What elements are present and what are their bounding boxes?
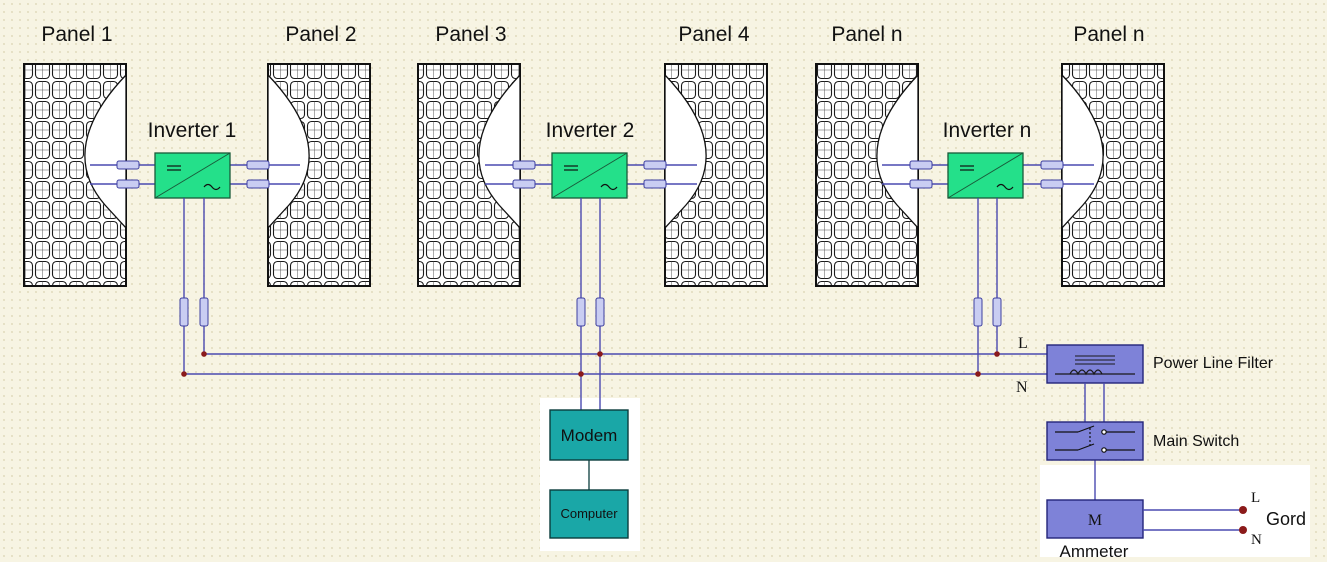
main-switch	[1046, 421, 1144, 461]
grid-live-label: L	[1251, 490, 1260, 506]
panel-1-label: Panel 1	[41, 23, 112, 46]
grid-neutral-label: N	[1251, 532, 1262, 548]
grid-neutral-terminal-dot-icon	[1239, 526, 1247, 534]
inverter-1-icon	[154, 152, 231, 199]
solar-panel-5	[815, 63, 919, 287]
power-line-filter	[1046, 344, 1144, 384]
solar-panel-6	[1061, 63, 1165, 287]
grid-label: Gord	[1266, 509, 1306, 529]
panel-3-label: Panel 3	[435, 23, 506, 46]
panel-n-right-label: Panel n	[1073, 23, 1144, 46]
inverter-n-label: Inverter n	[943, 119, 1032, 142]
panel-n-left-label: Panel n	[831, 23, 902, 46]
ac-fuses	[179, 297, 1002, 327]
ammeter-label: Ammeter	[1060, 542, 1129, 561]
switch-icon	[1055, 425, 1135, 453]
ammeter-symbol: M	[1088, 512, 1102, 529]
panel-4-label: Panel 4	[678, 23, 750, 46]
filter-coil-icon	[1069, 369, 1103, 376]
panel-2-label: Panel 2	[285, 23, 356, 46]
solar-panel-1	[23, 63, 127, 287]
dc-fuses	[116, 160, 1064, 189]
modem-label: Modem	[561, 426, 618, 445]
junction-dots	[181, 351, 1000, 377]
solar-panel-3	[417, 63, 521, 287]
computer-box	[549, 489, 629, 539]
computer-label: Computer	[560, 506, 618, 521]
live-bus-label: L	[1018, 335, 1028, 352]
ammeter-box	[1046, 499, 1144, 539]
inverter-2-label: Inverter 2	[546, 119, 635, 142]
power-line-filter-label: Power Line Filter	[1153, 355, 1274, 372]
main-switch-label: Main Switch	[1153, 433, 1239, 450]
inverter-n-icon	[947, 152, 1024, 199]
grid-live-terminal-dot-icon	[1239, 506, 1247, 514]
inverter-1-label: Inverter 1	[148, 119, 237, 142]
solar-panel-4	[664, 63, 768, 287]
inverter-2-icon	[551, 152, 628, 199]
neutral-bus-label: N	[1016, 379, 1028, 396]
solar-panel-2	[267, 63, 371, 287]
